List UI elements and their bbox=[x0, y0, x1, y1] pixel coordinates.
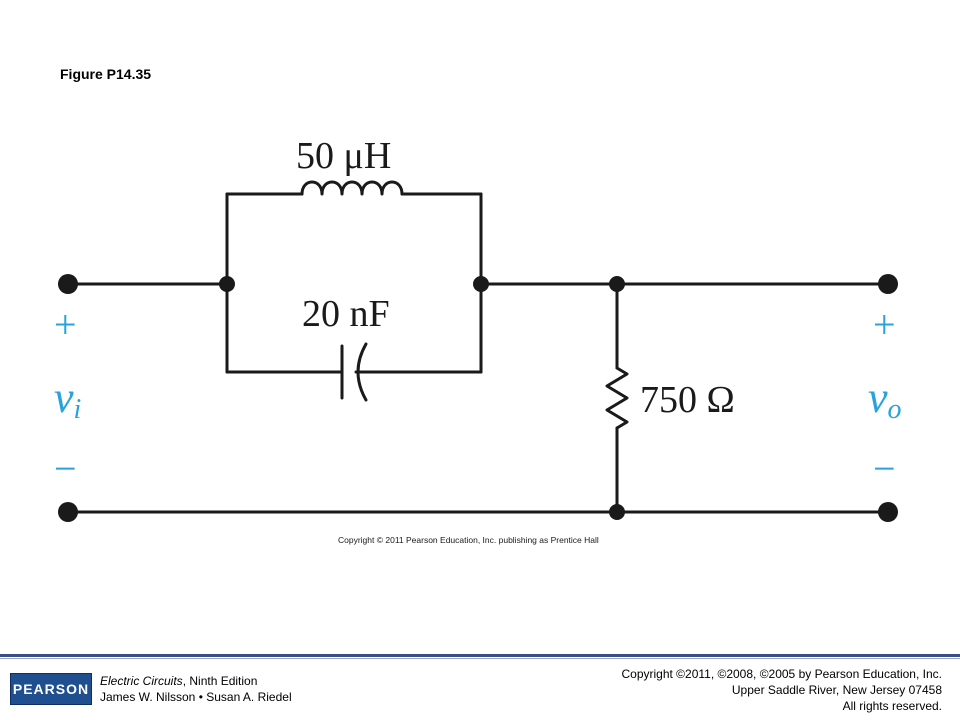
output-plus: + bbox=[873, 302, 896, 347]
input-terminal-top bbox=[58, 274, 78, 294]
output-voltage-subscript: o bbox=[888, 394, 902, 425]
input-voltage-subscript: i bbox=[74, 394, 82, 425]
book-edition: , Ninth Edition bbox=[182, 674, 258, 688]
figure-copyright: Copyright © 2011 Pearson Education, Inc.… bbox=[338, 535, 599, 545]
rights-notice: Copyright ©2011, ©2008, ©2005 by Pearson… bbox=[621, 666, 942, 714]
figure-title: Figure P14.35 bbox=[60, 66, 152, 82]
output-minus: − bbox=[873, 446, 896, 491]
input-minus: − bbox=[54, 446, 77, 491]
input-plus: + bbox=[54, 302, 77, 347]
node-right bbox=[473, 276, 489, 292]
node-resistor-bottom bbox=[609, 504, 625, 520]
footer-divider bbox=[0, 654, 960, 657]
inductor-coil bbox=[300, 180, 404, 196]
resistor-zigzag bbox=[605, 366, 629, 430]
output-voltage-symbol: v bbox=[868, 373, 888, 422]
node-resistor-top bbox=[609, 276, 625, 292]
footer-divider-thin bbox=[0, 658, 960, 659]
rights-line-1: Copyright ©2011, ©2008, ©2005 by Pearson… bbox=[621, 667, 942, 681]
input-voltage-label: vi bbox=[54, 373, 81, 425]
resistor-label: 750 Ω bbox=[640, 379, 735, 421]
rights-line-3: All rights reserved. bbox=[842, 699, 942, 713]
book-authors: James W. Nilsson • Susan A. Riedel bbox=[100, 690, 292, 704]
pearson-logo: PEARSON bbox=[10, 673, 92, 705]
node-left bbox=[219, 276, 235, 292]
input-voltage-symbol: v bbox=[54, 373, 74, 422]
output-terminal-top bbox=[878, 274, 898, 294]
book-title: Electric Circuits bbox=[100, 674, 183, 688]
rights-line-2: Upper Saddle River, New Jersey 07458 bbox=[731, 683, 942, 697]
capacitor-label: 20 nF bbox=[302, 293, 390, 335]
input-terminal-bottom bbox=[58, 502, 78, 522]
output-terminal-bottom bbox=[878, 502, 898, 522]
book-info: Electric Circuits, Ninth Edition James W… bbox=[100, 673, 292, 705]
output-voltage-label: vo bbox=[868, 373, 902, 425]
book-title-line: Electric Circuits, Ninth Edition bbox=[100, 673, 292, 689]
circuit-diagram: 50 μH 20 nF 750 Ω + vi − + vo − Copyrigh… bbox=[54, 135, 902, 545]
inductor-label: 50 μH bbox=[296, 135, 391, 177]
